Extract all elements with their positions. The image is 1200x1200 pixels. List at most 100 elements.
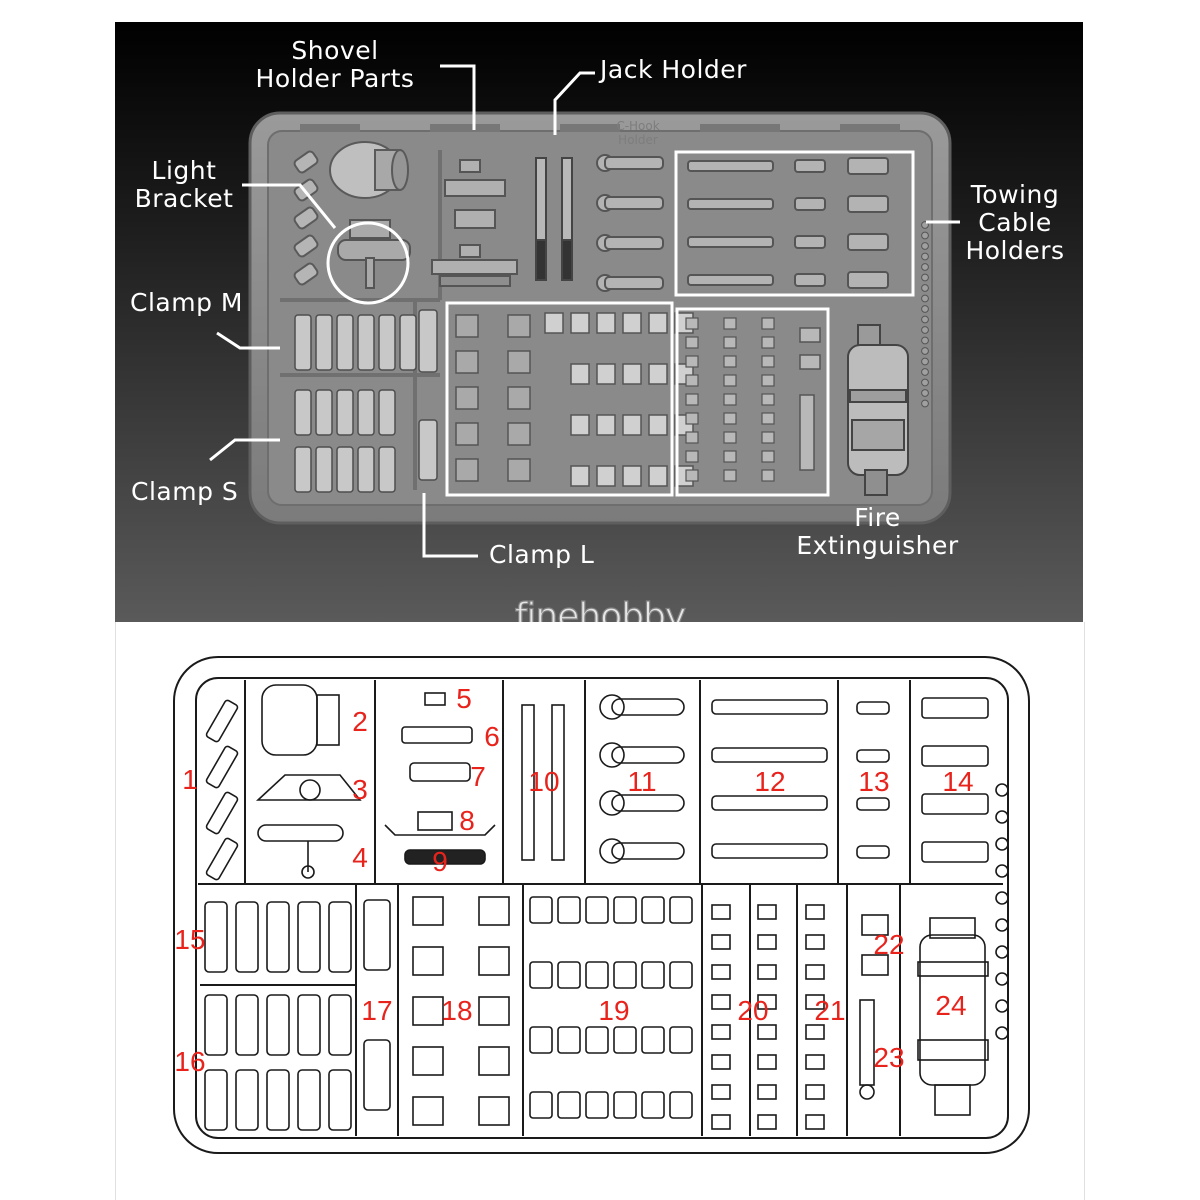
clamp-part: [378, 314, 396, 371]
small-block-part: [723, 412, 737, 425]
small-block-part: [761, 317, 775, 330]
block-part: [570, 363, 590, 385]
block-part: [596, 363, 616, 385]
small-block-part: [723, 336, 737, 349]
light-part: [205, 745, 239, 789]
small-block-part: [711, 1054, 731, 1070]
towing-holder: [847, 271, 889, 289]
block-part: [529, 1026, 553, 1054]
towing-bar: [687, 160, 774, 172]
chain-link: [995, 864, 1009, 878]
block-part: [648, 414, 668, 436]
c-hook-arm: [604, 156, 664, 170]
block-part: [455, 422, 479, 446]
cylinder-end: [316, 694, 340, 746]
small-block-part: [805, 1114, 825, 1130]
towing-holder: [921, 841, 989, 863]
block-part: [613, 896, 637, 924]
clamp-m-part: [297, 901, 321, 973]
small-block-part: [685, 317, 699, 330]
shovel-part-5: [424, 692, 446, 706]
small-block-part: [711, 994, 731, 1010]
c-hook-arm: [611, 698, 685, 716]
block-part: [585, 961, 609, 989]
bracket-hub: [299, 779, 321, 801]
block-part: [478, 896, 510, 926]
towing-clip: [856, 797, 890, 811]
clamp-part: [399, 314, 417, 371]
chain-link: [921, 368, 929, 376]
chain-link: [921, 315, 929, 324]
block-part: [507, 386, 531, 410]
light-bracket-highlight: [326, 221, 410, 305]
block-part: [478, 946, 510, 976]
towing-clip: [794, 159, 826, 173]
block-part: [596, 414, 616, 436]
small-block-part: [723, 317, 737, 330]
small-block-part: [711, 1114, 731, 1130]
towing-bar: [711, 843, 828, 859]
block-part: [613, 1026, 637, 1054]
shovel-part-9-frame: [384, 824, 496, 836]
extinguisher-head: [929, 917, 976, 939]
small-block-part: [685, 355, 699, 368]
shovel-part-9: [404, 849, 486, 865]
clamp-s-part: [235, 1069, 259, 1131]
block-part: [412, 946, 444, 976]
clamp-l-label: Clamp L: [489, 540, 595, 569]
small-block-part: [761, 374, 775, 387]
shovel-part-6: [401, 726, 473, 744]
towing-bar: [687, 198, 774, 210]
block-part: [622, 363, 642, 385]
towing-clip: [856, 701, 890, 715]
chain-link: [995, 918, 1009, 932]
towing-holder: [921, 697, 989, 719]
part-number-2: 2: [352, 706, 368, 737]
clamp-part: [336, 314, 354, 371]
part-number-24: 24: [935, 990, 967, 1021]
clamp-m-part: [266, 901, 290, 973]
clamp-part: [357, 389, 375, 436]
small-block-part: [723, 450, 737, 463]
chain-link: [921, 242, 929, 250]
extinguisher-strap: [917, 961, 989, 977]
small-blocks-highlight: [675, 307, 830, 497]
light-part: [205, 791, 239, 835]
block-part: [622, 465, 642, 487]
clamp-m-label: Clamp M: [130, 288, 243, 317]
clamp-s-part: [235, 994, 259, 1056]
part-number-6: 6: [484, 721, 500, 752]
chain-link: [921, 305, 929, 313]
c-hook-wheel: [599, 742, 625, 768]
block-part: [557, 961, 581, 989]
c-hook-arm: [611, 746, 685, 764]
chain-link: [995, 972, 1009, 986]
part-number-5: 5: [456, 683, 472, 714]
part-number-11: 11: [627, 766, 657, 797]
lamp-bar-part: [257, 824, 344, 842]
shovel-part-8: [417, 811, 453, 831]
block-part: [412, 1096, 444, 1126]
small-block-part: [761, 469, 775, 482]
c-hook-arm: [604, 236, 664, 250]
block-part: [570, 414, 590, 436]
block-part: [641, 1026, 665, 1054]
small-block-part: [685, 336, 699, 349]
chain-link: [921, 399, 929, 408]
small-block-part: [757, 1054, 777, 1070]
towing-clip: [856, 749, 890, 763]
part-number-14: 14: [942, 766, 974, 797]
sprue-render: [248, 111, 952, 525]
block-part: [455, 458, 479, 482]
shovel-holder-label: Shovel Holder Parts: [255, 36, 415, 93]
small-block-part: [805, 1024, 825, 1040]
block-part: [529, 961, 553, 989]
block-part: [669, 961, 693, 989]
clamp-s-part: [204, 994, 228, 1056]
block-part: [557, 1026, 581, 1054]
part-number-15: 15: [174, 924, 206, 955]
clamp-part: [357, 446, 375, 493]
c-hook-wheel: [599, 790, 625, 816]
block-part: [641, 896, 665, 924]
